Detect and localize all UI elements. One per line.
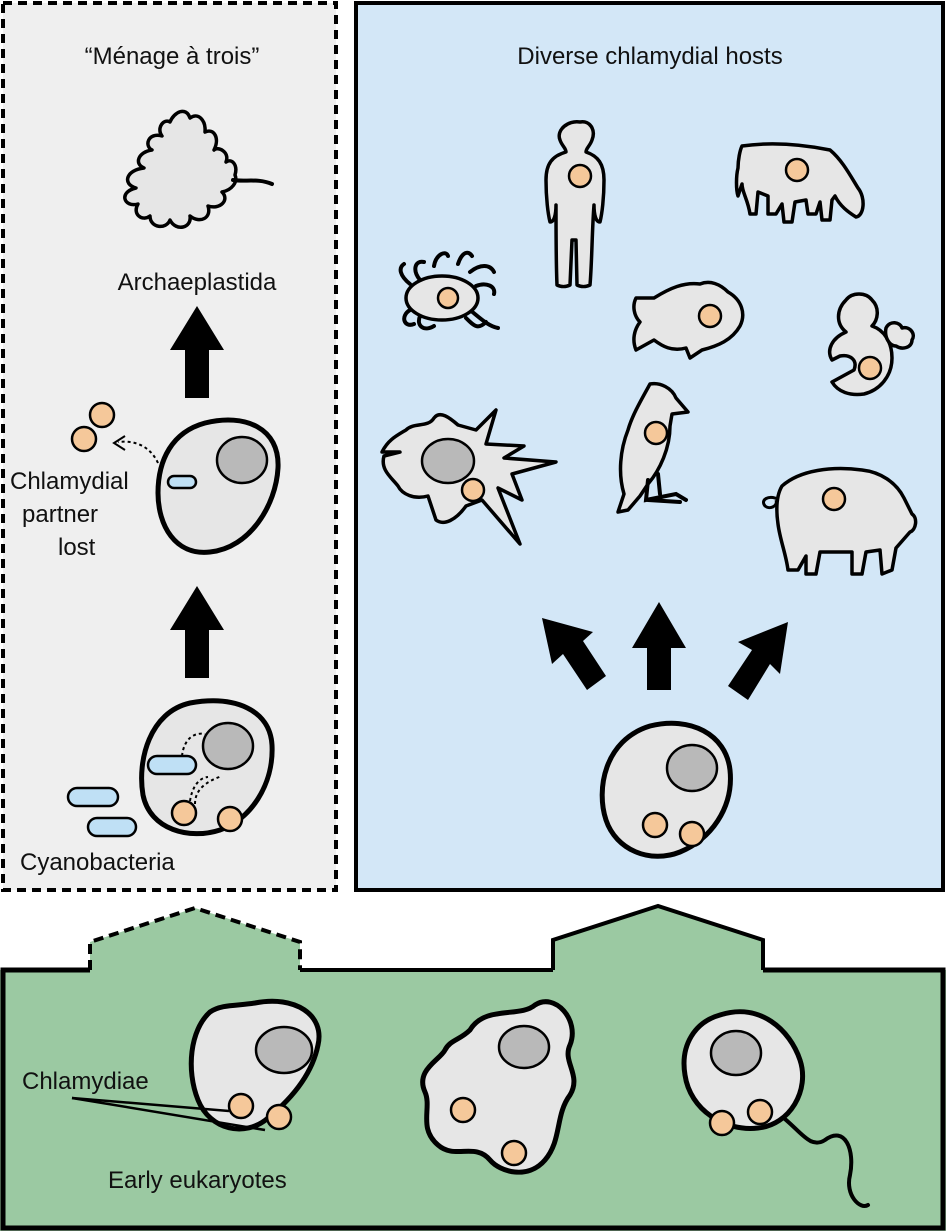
bird-icon [616, 381, 690, 514]
dotted-exit-arrow [117, 440, 159, 464]
right-panel-title: Diverse chlamydial hosts [517, 43, 782, 70]
arrow-up-icon [170, 306, 224, 398]
pig-icon [762, 466, 918, 576]
left-panel-title: “Ménage à trois” [85, 43, 260, 70]
cow-icon [734, 142, 865, 224]
chlamydia-dot [500, 1139, 528, 1167]
chlamydia-dot [265, 1103, 293, 1131]
menage-cell [139, 698, 275, 837]
arrow-up-right-icon [728, 622, 788, 700]
chlamydia-dot [746, 1098, 774, 1126]
early-eukaryotes-label: Early eukaryotes [108, 1167, 287, 1194]
early-eukaryote-cell-3 [681, 1009, 870, 1208]
leaf-icon [123, 109, 274, 229]
koala-icon [827, 292, 915, 397]
early-eukaryote-cell-1 [188, 998, 322, 1132]
chlamydial-host-cell [599, 720, 733, 859]
chlamydial-lost-label: Chlamydial partner lost [10, 468, 135, 561]
tick-icon [398, 250, 500, 331]
chlamydiae-label: Chlamydiae [22, 1068, 149, 1095]
early-eukaryote-cell-2 [420, 999, 577, 1175]
arrow-up-icon [632, 602, 686, 690]
lost-chlamydiae [70, 401, 116, 453]
chlamydia-dot [449, 1096, 477, 1124]
chlamydia-dot [227, 1092, 255, 1120]
archaeplastida-label: Archaeplastida [118, 269, 277, 296]
human-icon [544, 120, 606, 289]
arrow-up-left-icon [542, 618, 606, 690]
chlamydia-dot [708, 1109, 736, 1137]
chlamydiae-pointer-lines [71, 1096, 266, 1132]
arrow-up-icon [170, 586, 224, 678]
cyanobacteria-cells [66, 786, 138, 838]
plastid-host-cell [155, 417, 281, 555]
cyanobacteria-label: Cyanobacteria [20, 849, 175, 876]
fish-icon [632, 280, 745, 360]
amoeba-icon [380, 408, 558, 546]
